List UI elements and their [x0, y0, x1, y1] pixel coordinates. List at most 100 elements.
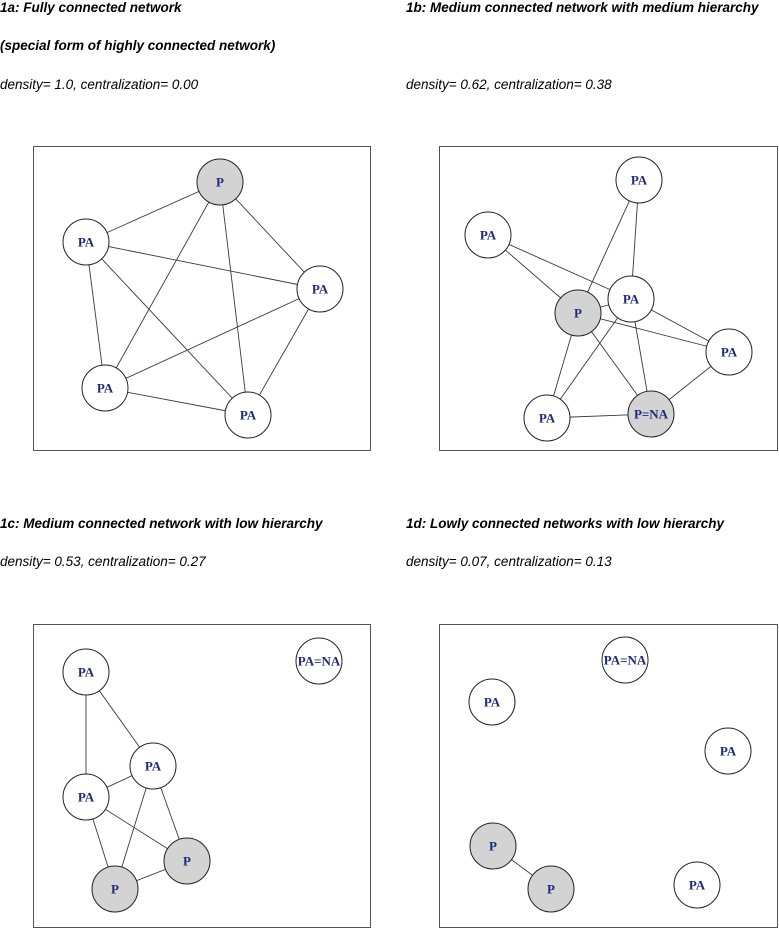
panel-1a-stats: density= 1.0, centralization= 0.00 — [0, 77, 199, 92]
node-circle — [615, 156, 663, 204]
network-edge-1b-5 — [577, 312, 730, 353]
network-node-1b-1: PA — [464, 211, 512, 259]
network-node-1b-4: PA — [705, 328, 753, 376]
node-label: P — [111, 882, 119, 897]
panel-1a-subtitle: (special form of highly connected networ… — [0, 38, 276, 53]
node-circle — [295, 637, 343, 685]
node-circle — [62, 648, 110, 696]
network-graph-1d: PA=NA PA PA P P PA — [468, 636, 752, 913]
node-label: P — [489, 839, 497, 854]
network-graph-1b: PA PA PA P PA PA P=NA — [464, 156, 753, 442]
node-circle — [163, 837, 211, 885]
node-circle — [62, 773, 110, 821]
node-label: P — [574, 306, 582, 321]
node-circle — [196, 158, 244, 206]
network-node-1a-4: PA — [224, 391, 272, 439]
node-label: PA — [78, 790, 95, 805]
network-edge-1b-0 — [577, 179, 640, 314]
network-node-1c-0: PA — [62, 648, 110, 696]
network-node-1d-3: P — [469, 822, 517, 870]
network-node-1d-2: PA — [704, 727, 752, 775]
node-circle — [129, 742, 177, 790]
network-edge-1a-2 — [104, 181, 221, 389]
node-label: PA — [480, 228, 497, 243]
node-label: PA=NA — [298, 654, 341, 669]
network-edge-1a-3 — [219, 181, 249, 416]
network-node-1b-3: P — [554, 289, 602, 337]
network-node-1b-6: P=NA — [627, 390, 675, 438]
node-label: P — [547, 882, 555, 897]
panel-1b-stats: density= 0.62, centralization= 0.38 — [406, 77, 612, 92]
network-node-1b-2: PA — [607, 275, 655, 323]
node-label: PA — [97, 381, 114, 396]
node-label: P — [183, 854, 191, 869]
network-node-1c-2: PA — [129, 742, 177, 790]
node-circle — [601, 636, 649, 684]
network-node-1c-1: PA=NA — [295, 637, 343, 685]
network-node-1a-1: PA — [62, 218, 110, 266]
node-label: PA — [720, 744, 737, 759]
network-node-1b-5: PA — [523, 394, 571, 442]
network-edge-1a-5 — [85, 241, 106, 389]
node-circle — [705, 328, 753, 376]
network-node-1d-1: PA — [468, 678, 516, 726]
network-node-1d-4: P — [527, 865, 575, 913]
network-node-1a-2: PA — [296, 265, 344, 313]
network-node-1a-3: PA — [81, 364, 129, 412]
node-label: PA — [78, 665, 95, 680]
panel-1a-title: 1a: Fully connected network — [0, 0, 182, 15]
network-edge-1b-9 — [546, 298, 632, 419]
network-node-1c-4: P — [163, 837, 211, 885]
node-circle — [224, 391, 272, 439]
network-node-1a-0: P — [196, 158, 244, 206]
panel-1a-network: P PA PA PA PA — [33, 146, 371, 451]
network-edge-1a-9 — [104, 387, 249, 416]
node-label: P=NA — [634, 407, 669, 422]
node-circle — [464, 211, 512, 259]
network-node-1c-3: PA — [62, 773, 110, 821]
panel-1c-title: 1c: Medium connected network with low hi… — [0, 516, 323, 531]
node-label: PA — [689, 878, 706, 893]
network-node-1d-5: PA — [673, 861, 721, 909]
network-edge-1a-8 — [247, 288, 321, 416]
panel-1c-stats: density= 0.53, centralization= 0.27 — [0, 554, 206, 569]
node-circle — [296, 265, 344, 313]
network-node-1b-0: PA — [615, 156, 663, 204]
node-label: PA — [484, 695, 501, 710]
node-circle — [704, 727, 752, 775]
node-label: PA — [78, 235, 95, 250]
node-circle — [468, 678, 516, 726]
panel-1d-network: PA=NA PA PA P P PA — [439, 624, 778, 928]
network-graph-1a: P PA PA PA PA — [62, 158, 344, 439]
node-circle — [607, 275, 655, 323]
panel-1c-network: PA PA=NA PA PA P P — [33, 624, 371, 928]
panel-1d-stats: density= 0.07, centralization= 0.13 — [406, 554, 612, 569]
panel-1d-title: 1d: Lowly connected networks with low hi… — [406, 516, 725, 531]
node-label: PA — [312, 282, 329, 297]
panel-1b-network: PA PA PA P PA PA P=NA — [439, 146, 778, 451]
node-label: PA — [721, 345, 738, 360]
node-label: P — [216, 175, 224, 190]
node-label: PA — [539, 411, 556, 426]
node-circle — [554, 289, 602, 337]
node-circle — [469, 822, 517, 870]
node-label: PA — [623, 292, 640, 307]
network-edge-1a-7 — [104, 288, 321, 389]
node-label: PA — [145, 759, 162, 774]
node-label: PA=NA — [604, 653, 647, 668]
node-circle — [81, 364, 129, 412]
node-label: PA — [631, 173, 648, 188]
network-edge-1a-1 — [219, 181, 321, 290]
node-circle — [62, 218, 110, 266]
panel-1b-title: 1b: Medium connected network with medium… — [406, 0, 759, 15]
network-edge-1a-4 — [85, 241, 321, 290]
node-circle — [91, 865, 139, 913]
node-circle — [527, 865, 575, 913]
node-circle — [627, 390, 675, 438]
node-circle — [673, 861, 721, 909]
network-edge-1a-6 — [85, 241, 249, 416]
node-label: PA — [240, 408, 257, 423]
network-node-1c-5: P — [91, 865, 139, 913]
network-edge-1b-3 — [487, 234, 632, 300]
node-circle — [523, 394, 571, 442]
